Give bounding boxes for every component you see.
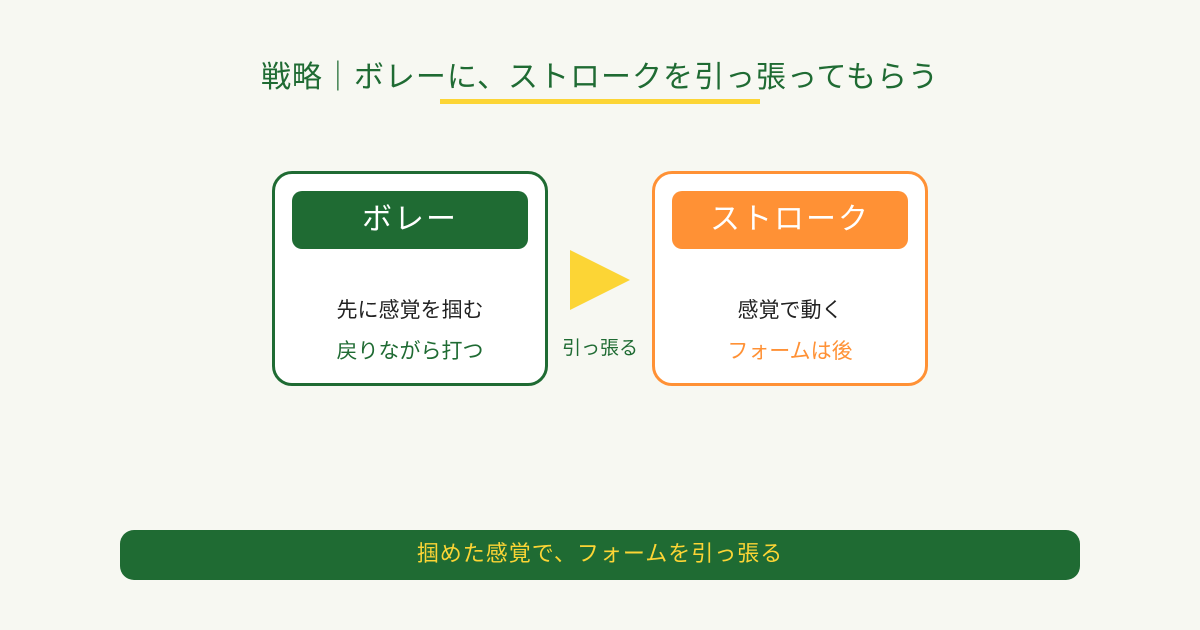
stroke-card-line-2: フォームは後 <box>727 339 853 363</box>
stroke-card: ストローク 感覚で動く フォームは後 <box>652 171 928 386</box>
footer-banner: 掴めた感覚で、フォームを引っ張る <box>120 530 1080 580</box>
right-triangle-arrow-icon <box>570 250 630 310</box>
arrow-label: 引っ張る <box>561 337 638 359</box>
title-underline <box>440 99 760 104</box>
stroke-card-header: ストローク <box>672 191 908 249</box>
stroke-card-line-1: 感覚で動く <box>737 298 843 322</box>
page-title: 戦略｜ボレーに、ストロークを引っ張ってもらう <box>260 60 940 95</box>
volley-card-line-1: 先に感覚を掴む <box>336 298 484 322</box>
volley-card-line-2: 戻りながら打つ <box>336 339 484 363</box>
volley-card-header: ボレー <box>292 191 528 249</box>
volley-card: ボレー 先に感覚を掴む 戻りながら打つ <box>272 171 548 386</box>
